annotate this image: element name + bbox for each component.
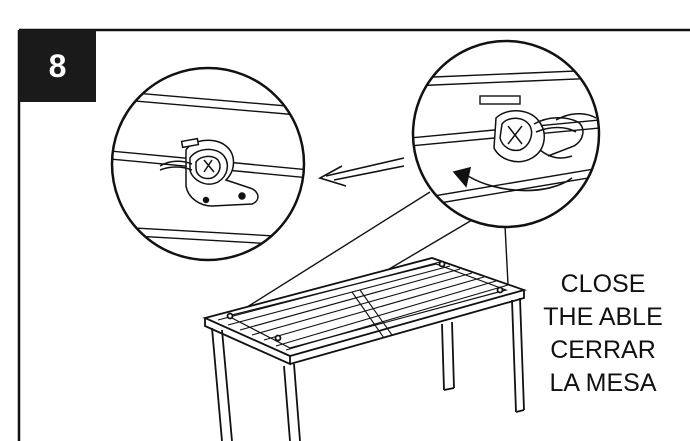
curved-arrow-icon — [452, 166, 573, 192]
detail-circle-closed — [110, 66, 306, 262]
caption-line-2: THE ABLE — [543, 303, 663, 331]
step-number-badge: 8 — [19, 30, 96, 102]
caption-line-1: CLOSE — [560, 270, 646, 298]
folding-table — [202, 257, 527, 441]
step-number: 8 — [48, 47, 67, 84]
caption-line-3: CERRAR — [550, 336, 656, 364]
detail-circle-open — [411, 39, 601, 229]
caption-line-4: LA MESA — [549, 369, 657, 397]
latch-clip-open — [493, 110, 597, 163]
arrow-left-icon — [317, 157, 405, 187]
latch-clip-closed — [159, 137, 259, 207]
instruction-caption: CLOSE THE ABLE CERRAR LA MESA — [528, 268, 678, 400]
